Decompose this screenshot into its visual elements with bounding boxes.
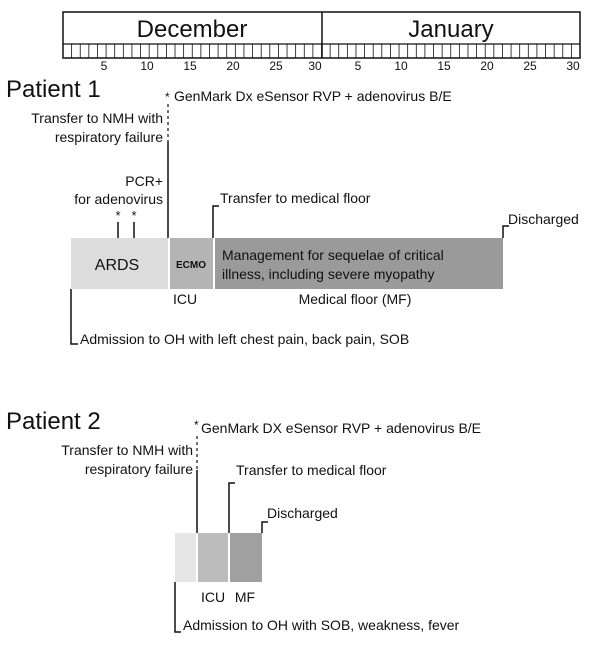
p1-transfer-floor-label: Transfer to medical floor	[220, 190, 371, 206]
p1-pcr-line1: PCR+	[125, 173, 163, 189]
p2-transfer-nmh-line2: respiratory failure	[85, 461, 193, 477]
tick-label-dec-10: 10	[140, 59, 154, 73]
p1-management-line2: illness, including severe myopathy	[222, 266, 434, 282]
p1-discharged-label: Discharged	[508, 211, 579, 227]
p2-admission-label: Admission to OH with SOB, weakness, feve…	[183, 617, 460, 633]
p2-transfer-floor-bracket	[228, 482, 235, 533]
p1-mf-label: Medical floor (MF)	[299, 291, 412, 307]
p1-genmark-asterisk: *	[165, 90, 170, 104]
p1-ards-bar	[71, 238, 168, 289]
p1-pcr-line2: for adenovirus	[74, 191, 163, 207]
p1-genmark-label: GenMark Dx eSensor RVP + adenovirus B/E	[174, 88, 452, 104]
p2-discharged-label: Discharged	[267, 505, 338, 521]
p1-mf-bar	[215, 238, 503, 289]
tick-label-jan-20: 20	[480, 59, 494, 73]
tick-label-dec-5: 5	[101, 59, 108, 73]
p2-oh-bar	[175, 533, 196, 582]
p1-transfer-nmh-line2: respiratory failure	[55, 129, 163, 145]
p1-admission-bracket	[70, 289, 78, 345]
tick-label-jan-25: 25	[523, 59, 537, 73]
p2-icu-label: ICU	[201, 589, 225, 605]
p1-transfer-nmh-line1: Transfer to NMH with	[31, 110, 163, 126]
p1-management-line1: Management for sequelae of critical	[222, 247, 444, 263]
timeline-axis: December January 5 10 15 20 25 30 5 10 1…	[62, 11, 581, 73]
tick-label-jan-5: 5	[355, 59, 362, 73]
p1-discharged-bracket	[502, 225, 509, 238]
p1-ards-label: ARDS	[95, 257, 139, 274]
month-december: December	[137, 16, 248, 43]
p1-ecmo-label: ECMO	[176, 260, 206, 271]
tick-label-dec-30: 30	[308, 59, 322, 73]
p1-pcr-asterisk-2: *	[131, 208, 136, 223]
tick-label-dec-25: 25	[269, 59, 283, 73]
p2-icu-bar	[198, 533, 228, 582]
month-january: January	[408, 16, 493, 43]
tick-label-dec-20: 20	[226, 59, 240, 73]
patient-1-section: Patient 1 * GenMark Dx eSensor RVP + ade…	[6, 76, 579, 347]
p1-pcr-asterisk-1: *	[115, 208, 120, 223]
p2-transfer-nmh-line1: Transfer to NMH with	[61, 442, 193, 458]
tick-label-jan-15: 15	[437, 59, 451, 73]
p2-mf-bar	[230, 533, 262, 582]
day-ticks	[71, 44, 572, 58]
tick-label-jan-10: 10	[394, 59, 408, 73]
tick-label-jan-30: 30	[566, 59, 580, 73]
p1-icu-label: ICU	[173, 291, 197, 307]
tick-label-dec-15: 15	[183, 59, 197, 73]
p2-discharged-bracket	[261, 521, 268, 533]
p1-transfer-floor-bracket	[212, 205, 219, 238]
p2-transfer-floor-label: Transfer to medical floor	[236, 462, 387, 478]
p2-mf-label: MF	[235, 589, 255, 605]
p2-genmark-label: GenMark DX eSensor RVP + adenovirus B/E	[201, 420, 481, 436]
p2-admission-bracket	[174, 582, 181, 633]
p2-genmark-asterisk: *	[194, 418, 199, 432]
patient-1-title: Patient 1	[6, 76, 101, 103]
patient-2-section: Patient 2 * GenMark DX eSensor RVP + ade…	[6, 408, 481, 633]
p1-icu-bar	[170, 238, 213, 289]
p1-admission-label: Admission to OH with left chest pain, ba…	[80, 331, 409, 347]
patient-2-title: Patient 2	[6, 408, 101, 435]
